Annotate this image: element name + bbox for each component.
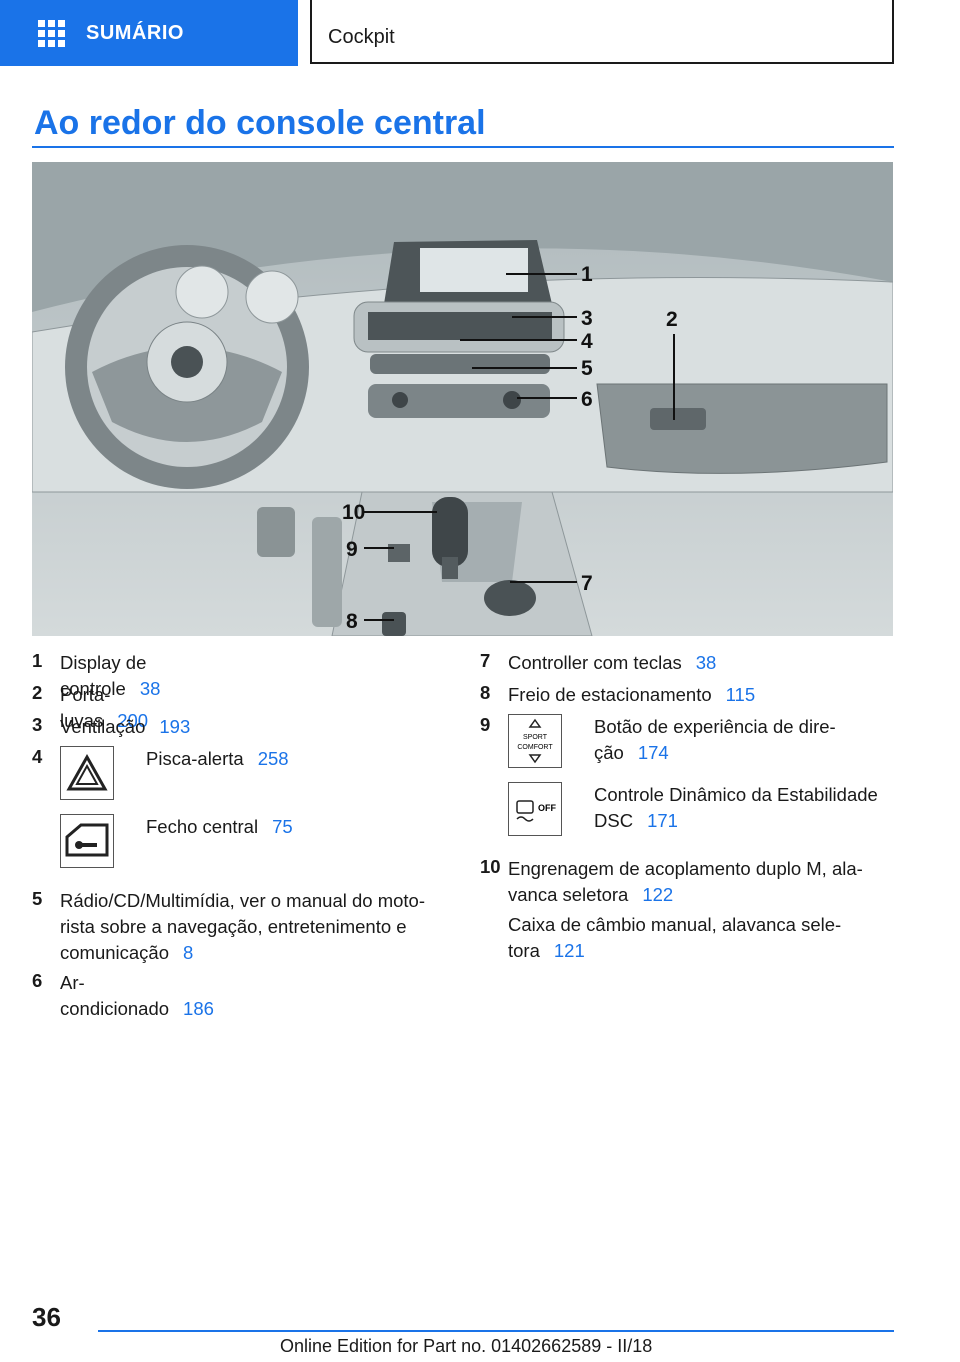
- page-link[interactable]: 38: [139, 678, 161, 699]
- callout-9: 9: [346, 538, 358, 561]
- item-text-line: tora: [508, 940, 540, 961]
- item-text-line: Rádio/CD/Multimídia, ver o manual do mot…: [60, 890, 426, 911]
- list-item: Fecho central 75: [32, 814, 432, 874]
- list-item: 4 Pisca-alerta 258: [32, 746, 432, 806]
- item-text-line: Controle Dinâmico da Estabilidade: [594, 784, 878, 805]
- breadcrumb[interactable]: Cockpit: [310, 0, 894, 64]
- dsc-off-icon: OFF: [508, 782, 562, 836]
- item-text: Fecho central: [146, 816, 259, 837]
- item-number: 2: [32, 682, 43, 703]
- callout-8: 8: [346, 610, 358, 633]
- grid-menu-icon: [38, 20, 66, 47]
- callout-2: 2: [666, 308, 678, 331]
- callout-10: 10: [342, 501, 365, 524]
- item-text-line: DSC: [594, 810, 634, 831]
- item-number: 10: [480, 856, 501, 877]
- page-link[interactable]: 258: [257, 748, 289, 769]
- central-locking-icon: [60, 814, 114, 868]
- breadcrumb-label: Cockpit: [328, 26, 395, 48]
- item-number: 5: [32, 888, 43, 909]
- item-text-line: ção: [594, 742, 624, 763]
- item-number: 7: [480, 650, 491, 671]
- page-link[interactable]: 200: [117, 710, 149, 731]
- item-text-line: Caixa de câmbio manual, alavanca sele-: [508, 914, 842, 935]
- item-text: Freio de estacionamento: [508, 684, 712, 705]
- page-link[interactable]: 8: [183, 942, 194, 963]
- item-text: Display de controle: [60, 652, 147, 699]
- page-number: 36: [32, 1302, 61, 1332]
- item-number: 6: [32, 970, 43, 991]
- callout-6: 6: [581, 388, 593, 411]
- cockpit-illustration: 1 2 3 4 5 6 7 8 9 10: [32, 162, 893, 636]
- footer-divider: [98, 1330, 894, 1332]
- item-text-line: vanca seletora: [508, 884, 629, 905]
- title-divider: [32, 146, 894, 148]
- item-text: Porta-luvas: [60, 684, 111, 731]
- item-text-line: Engrenagem de acoplamento duplo M, ala-: [508, 858, 863, 879]
- page-link[interactable]: 174: [637, 742, 669, 763]
- item-text: Pisca-alerta: [146, 748, 244, 769]
- icon-label-sport: SPORT: [523, 734, 548, 741]
- page-link[interactable]: 121: [553, 940, 585, 961]
- hazard-warning-icon: [60, 746, 114, 800]
- item-number: 9: [480, 714, 491, 735]
- callout-5: 5: [581, 357, 593, 380]
- item-text-line: Botão de experiência de dire-: [594, 716, 836, 737]
- edition-text: Online Edition for Part no. 01402662589 …: [280, 1336, 653, 1356]
- page-link[interactable]: 122: [642, 884, 674, 905]
- page-link[interactable]: 171: [647, 810, 678, 831]
- callout-3: 3: [581, 307, 593, 330]
- item-text-line: comunicação: [60, 942, 170, 963]
- icon-label-comfort: COMFORT: [517, 744, 553, 751]
- page-link[interactable]: 115: [725, 684, 756, 705]
- toc-label: SUMÁRIO: [86, 21, 184, 44]
- page-link[interactable]: 38: [695, 652, 717, 673]
- list-item: OFF Controle Dinâmico da Estabilidade DS…: [480, 782, 894, 842]
- callout-1: 1: [581, 263, 593, 286]
- item-number: 3: [32, 714, 43, 735]
- icon-label-off: OFF: [538, 803, 556, 813]
- page-title: Ao redor do console central: [34, 104, 486, 142]
- toc-button[interactable]: SUMÁRIO: [0, 0, 298, 66]
- list-item: 9 SPORT COMFORT Botão de experiência de …: [480, 714, 894, 774]
- item-text: Ar-condicionado: [60, 972, 170, 1019]
- page-link[interactable]: 193: [159, 716, 191, 737]
- page-link[interactable]: 75: [272, 816, 293, 837]
- sport-comfort-icon: SPORT COMFORT: [508, 714, 562, 768]
- item-text-line: rista sobre a navegação, entretenimento …: [60, 916, 407, 937]
- item-text: Controller com teclas: [508, 652, 682, 673]
- item-text: Ventilação: [60, 716, 146, 737]
- item-number: 1: [32, 650, 43, 671]
- legend-right: 7 Controller com teclas 38 8 Freio de est…: [480, 650, 894, 970]
- item-number: 4: [32, 746, 43, 767]
- item-number: 8: [480, 682, 491, 703]
- callout-4: 4: [581, 330, 593, 353]
- callout-7: 7: [581, 572, 593, 595]
- page-link[interactable]: 186: [183, 998, 214, 1019]
